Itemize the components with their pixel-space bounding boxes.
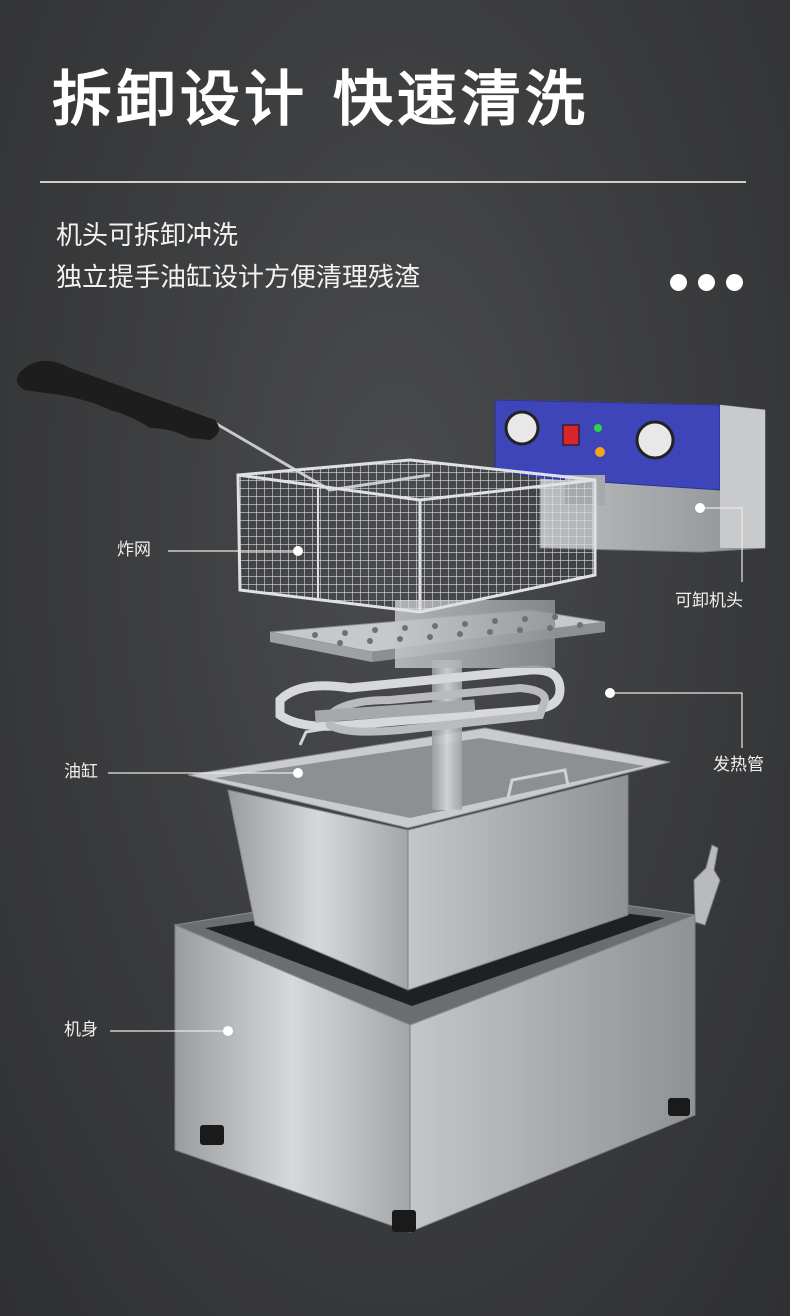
dot-icon (670, 274, 687, 291)
description-line-1: 机头可拆卸冲洗 (56, 221, 239, 251)
dot-icon (698, 274, 715, 291)
page-title: 拆卸设计 快速清洗 (52, 65, 589, 135)
oil-tank (187, 726, 671, 991)
title-divider (40, 181, 746, 183)
decorative-dots (670, 274, 743, 291)
callout-dots (223, 503, 705, 1036)
callout-basket: 炸网 (117, 540, 151, 560)
heating-tube (275, 660, 565, 810)
callout-tank: 油缸 (64, 762, 98, 782)
callout-head: 可卸机头 (675, 591, 743, 611)
callout-heater: 发热管 (713, 755, 764, 775)
perforated-plate (269, 600, 606, 668)
callout-lines (108, 507, 743, 1032)
dot-icon (726, 274, 743, 291)
fry-basket (16, 360, 597, 614)
description-line-2: 独立提手油缸设计方便清理残渣 (56, 263, 421, 293)
callout-body: 机身 (64, 1020, 98, 1040)
